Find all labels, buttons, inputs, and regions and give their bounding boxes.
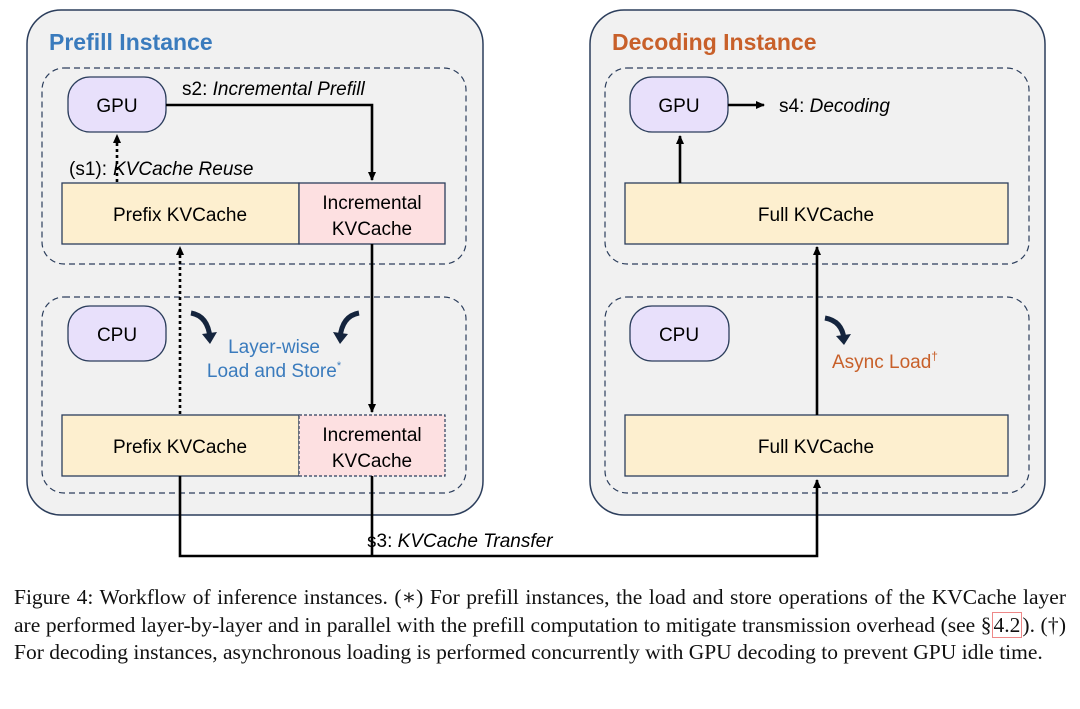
prefill-instance-box — [26, 9, 484, 516]
section-reference-link[interactable]: 4.2 — [991, 611, 1023, 638]
layerwise-line2: Load and Store* — [207, 360, 342, 382]
prefill-gpu-incremental-line2: KVCache — [332, 219, 412, 240]
s2-arrow — [166, 103, 376, 181]
prefill-gpu-prefix-label: Prefix KVCache — [113, 205, 247, 226]
decoding-instance-title: Decoding Instance — [612, 29, 816, 55]
prefill-cpu-prefix-kvcache — [61, 414, 300, 477]
async-curved-arrow-icon — [824, 315, 851, 345]
prefill-cpu-incremental-line1: Incremental — [322, 425, 421, 446]
decoding-gpu-full-label: Full KVCache — [758, 205, 874, 226]
prefill-cpu-node — [67, 305, 167, 362]
layerwise-curved-arrow-right-icon — [333, 310, 360, 344]
prefill-gpu-prefix-kvcache — [61, 182, 300, 245]
prefill-cpu-prefix-label: Prefix KVCache — [113, 437, 247, 458]
async-load-label: Async Load† — [832, 349, 938, 373]
decoding-cpu-node — [629, 305, 730, 362]
prefill-instance-title: Prefill Instance — [49, 29, 213, 55]
prefill-gpu-section — [41, 67, 467, 265]
caption-text-part1: Figure 4: Workflow of inference instance… — [14, 585, 1066, 637]
decoding-gpu-label: GPU — [658, 96, 699, 117]
s2-label: s2: Incremental Prefill — [182, 79, 365, 100]
decoding-gpu-full-kvcache — [624, 182, 1009, 245]
caption-text-part2: ). (†) For decoding instances, asynchron… — [14, 612, 1066, 665]
decoding-cpu-full-label: Full KVCache — [758, 437, 874, 458]
s3-transfer-line — [178, 476, 821, 558]
decoding-cpu-label: CPU — [659, 325, 699, 346]
decoding-cpu-full-kvcache — [624, 414, 1009, 477]
prefill-cpu-label: CPU — [97, 325, 137, 346]
s3-transfer: s3: KVCache Transfer — [178, 476, 821, 558]
s3-label: s3: KVCache Transfer — [367, 531, 553, 552]
layerwise-line1: Layer-wise — [228, 337, 320, 358]
prefill-instance: Prefill Instance GPU Prefix KVCache Incr… — [26, 9, 484, 516]
decoding-instance: Decoding Instance GPU s4: Decoding Full … — [589, 9, 1046, 516]
prefill-gpu-incremental-line1: Incremental — [322, 193, 421, 214]
prefill-cpu-incremental-kvcache — [298, 414, 446, 477]
prefill-gpu-label: GPU — [96, 96, 137, 117]
layerwise-curved-arrow-left-icon — [190, 310, 217, 344]
workflow-diagram: Prefill Instance GPU Prefix KVCache Incr… — [26, 9, 1046, 558]
prefill-cpu-incremental-line2: KVCache — [332, 451, 412, 472]
s1-label: (s1):KVCache Reuse — [69, 159, 253, 180]
prefill-cpu-section — [41, 296, 467, 494]
s4-label: s4: Decoding — [779, 96, 890, 117]
prefill-gpu-incremental-kvcache — [298, 182, 446, 245]
figure-caption: Figure 4: Workflow of inference instance… — [14, 584, 1066, 667]
